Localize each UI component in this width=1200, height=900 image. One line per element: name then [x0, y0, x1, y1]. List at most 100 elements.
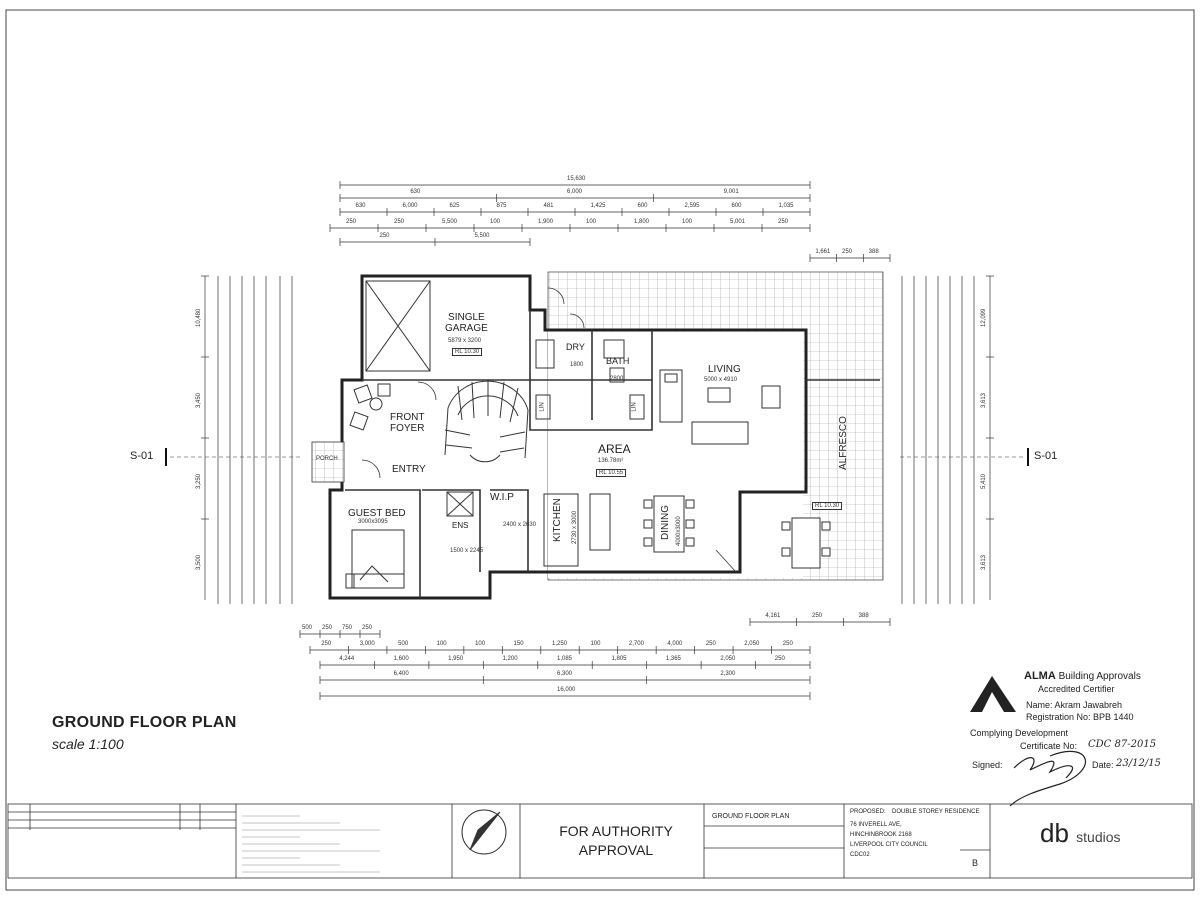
room-guest-bed-size: 3000x3095	[358, 519, 388, 525]
council: LIVERPOOL CITY COUNCIL	[850, 842, 928, 848]
room-garage-size: 5879 x 3200	[448, 338, 482, 344]
certificate-date: 23/12/15	[1116, 758, 1161, 769]
dim-left-value: 10,480	[196, 308, 202, 327]
dim-bot-right-value: 250	[812, 613, 823, 619]
dim-bot-5-value: 16,000	[557, 687, 576, 693]
dim-right-value: 5,410	[981, 473, 987, 489]
dim-bot-1-value: 250	[322, 625, 333, 631]
north-arrow	[461, 809, 507, 855]
cdc-number: CDC02	[850, 852, 870, 858]
room-dining-size: 4000x3000	[676, 516, 682, 546]
dim-left-value: 3,450	[196, 392, 202, 408]
dim-top-5-value: 250	[379, 233, 390, 239]
dim-top-3-value: 481	[543, 203, 554, 209]
room-alfresco: ALFRESCO	[838, 416, 849, 470]
dining-table	[643, 495, 695, 553]
dim-bot-4-value: 6,400	[393, 671, 409, 677]
certifier-registration: Registration No: BPB 1440	[1026, 712, 1134, 722]
section-label-right: S-01	[1034, 450, 1058, 462]
room-dry-size: 1800	[570, 362, 584, 368]
dim-bot-2-value: 150	[513, 641, 524, 647]
dim-bot-4-value: 6,300	[557, 671, 573, 677]
room-linen-2: LIN	[631, 402, 638, 412]
dim-bot-2-value: 4,000	[667, 641, 683, 647]
dim-bot-2-value: 1,250	[552, 641, 568, 647]
dim-right-value: 12,099	[981, 308, 987, 327]
room-dining: DINING	[660, 505, 671, 540]
room-living-size: 5000 x 4910	[704, 377, 738, 383]
room-foyer: FRONT FOYER	[390, 412, 425, 434]
dim-bot-right-value: 388	[858, 613, 869, 619]
certificate-number: CDC 87-2015	[1088, 739, 1157, 750]
dim-top-3-value: 625	[449, 203, 460, 209]
dim-top-4-value: 100	[682, 219, 693, 225]
sheet-title: GROUND FLOOR PLAN	[712, 813, 790, 820]
plan-scale: scale 1:100	[52, 736, 124, 752]
dim-top-4-value: 100	[586, 219, 597, 225]
dimension-lines	[201, 181, 994, 700]
room-area: AREA	[598, 442, 631, 456]
room-linen-1: LIN	[539, 402, 546, 412]
dim-top-5-value: 5,500	[474, 233, 490, 239]
dim-bot-3-value: 2,050	[720, 656, 736, 662]
dim-left-value: 3,500	[196, 554, 202, 570]
dim-top-3-value: 630	[355, 203, 366, 209]
alfresco-table	[781, 517, 831, 569]
dim-top-3-value: 2,595	[684, 203, 700, 209]
dim-bot-3-value: 1,600	[393, 656, 409, 662]
room-area-rl: RL 10.55	[596, 469, 627, 477]
dim-top-2-value: 9,001	[723, 189, 739, 195]
dim-bot-2-value: 250	[705, 641, 716, 647]
spiral-stair	[444, 380, 529, 463]
dim-top-3-value: 6,000	[402, 203, 418, 209]
dim-top-1-value: 15,630	[567, 176, 586, 182]
room-bath-size: 2800	[610, 376, 624, 382]
dim-bot-2-value: 500	[398, 641, 409, 647]
db-studios-logo: db studios	[1040, 818, 1121, 848]
dim-top-4-value: 250	[778, 219, 789, 225]
room-garage-rl: RL 10.30	[452, 348, 483, 356]
dim-top-alfresco-value: 1,661	[815, 249, 831, 255]
room-porch: PORCH	[316, 456, 338, 462]
dim-top-4-value: 1,800	[634, 219, 650, 225]
dim-bot-2-value: 2,700	[628, 641, 644, 647]
dim-top-4-value: 250	[346, 219, 357, 225]
dim-bot-2-value: 3,000	[359, 641, 375, 647]
dim-bot-2-value: 100	[436, 641, 447, 647]
dim-bot-2-value: 250	[782, 641, 793, 647]
dim-top-alfresco-value: 250	[842, 249, 853, 255]
dim-bot-3-value: 4,244	[339, 656, 355, 662]
proposed-label: PROPOSED:	[850, 809, 886, 815]
dim-top-4-value: 250	[394, 219, 405, 225]
room-bath: BATH	[606, 356, 630, 366]
dim-top-3-value: 600	[731, 203, 742, 209]
room-garage: SINGLE GARAGE	[445, 312, 488, 334]
dim-bot-3-value: 250	[774, 656, 785, 662]
room-guest-bed: GUEST BED	[348, 508, 406, 519]
room-wip-size: 2400 x 2630	[503, 522, 537, 528]
room-kitchen-size: 2730 x 3000	[572, 510, 578, 544]
plan-title: GROUND FLOOR PLAN	[52, 714, 237, 731]
dim-bot-2-value: 100	[475, 641, 486, 647]
room-dry: DRY	[566, 342, 585, 352]
room-kitchen: KITCHEN	[552, 498, 563, 542]
certifier-stamp: ALMA Building Approvals Accredited Certi…	[966, 664, 1166, 784]
dim-top-3-value: 600	[637, 203, 648, 209]
interior-walls	[345, 310, 880, 598]
title-block	[7, 803, 1193, 879]
dim-bot-2-value: 2,050	[744, 641, 760, 647]
dim-top-alfresco-value: 388	[868, 249, 879, 255]
dim-bot-right-value: 4,161	[765, 613, 781, 619]
dim-bot-2-value: 250	[321, 641, 332, 647]
dim-right-value: 3,613	[981, 392, 987, 408]
bed	[345, 529, 405, 589]
dim-top-4-value: 5,500	[442, 219, 458, 225]
garage-void	[365, 280, 431, 372]
dim-top-3-value: 1,035	[778, 203, 794, 209]
revision: B	[972, 858, 979, 868]
sheet-border	[5, 9, 1195, 891]
address-line-2: HINCHINBROOK 2168	[850, 832, 912, 838]
room-ens: ENS	[452, 521, 469, 530]
certifier-name: Name: Akram Jawabreh	[1026, 700, 1123, 710]
